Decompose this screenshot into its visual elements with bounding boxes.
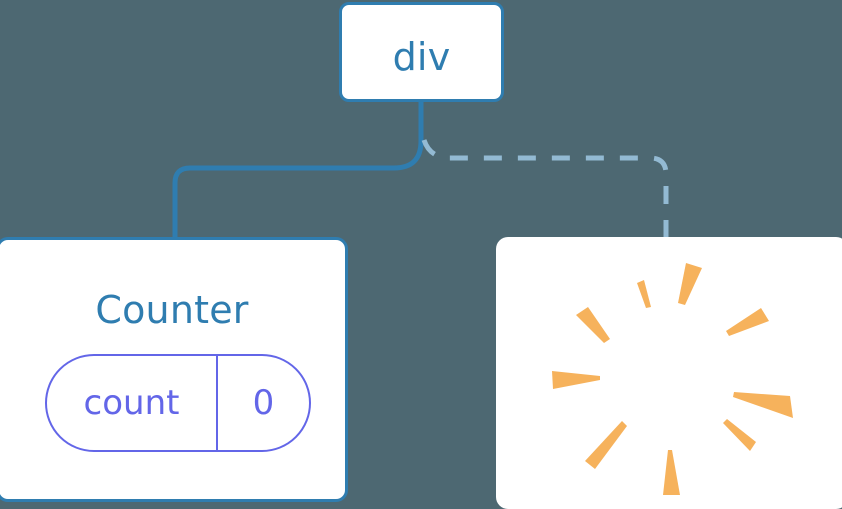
node-preview[interactable] [496, 237, 842, 509]
state-pill-value: 0 [252, 383, 275, 423]
state-pill-count[interactable]: count 0 [45, 354, 311, 452]
node-div[interactable]: div [339, 2, 504, 102]
sparkle-burst-icon [552, 263, 793, 495]
edge-div-to-preview [421, 139, 669, 240]
edge-div-to-counter [172, 101, 424, 239]
state-pill-key: count [47, 356, 218, 450]
node-div-label: div [392, 35, 451, 79]
node-counter-label: Counter [95, 288, 249, 332]
node-counter[interactable]: Counter count 0 [0, 237, 348, 502]
